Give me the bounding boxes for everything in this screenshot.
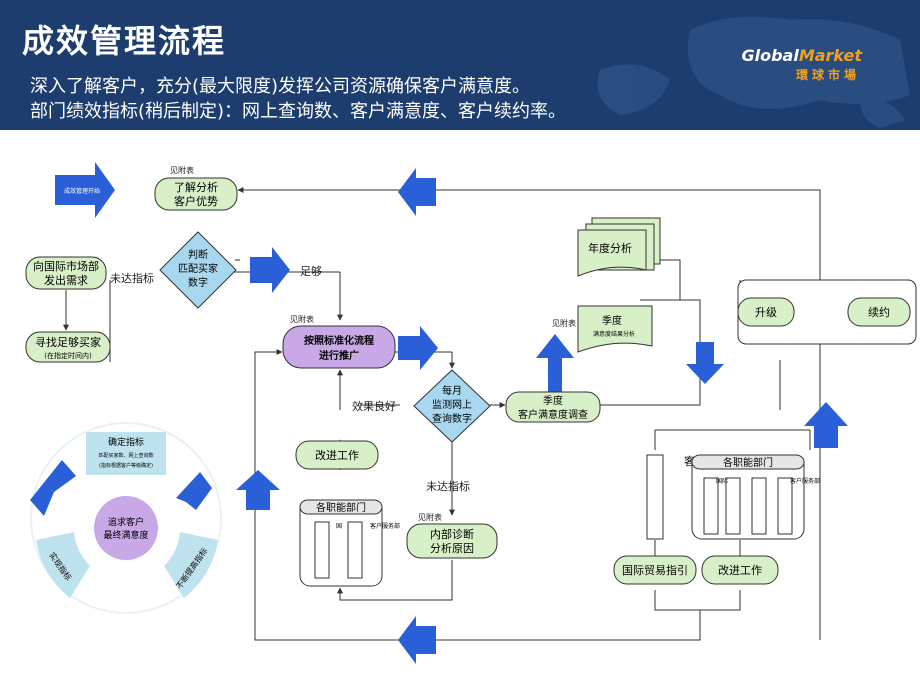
arrow-up-quarter xyxy=(536,334,574,392)
quarter-survey-line2: 客户满意度调查 xyxy=(518,408,588,421)
improve-right-box: 改进工作 xyxy=(701,555,779,585)
depts-left-note1: 国 xyxy=(336,523,342,530)
upgrade-renew-container: 升级 续约 xyxy=(737,279,917,345)
cycle-center-line1: 追求客户 xyxy=(108,516,144,528)
quarter-survey-box: 季度 客户满意度调查 xyxy=(505,391,601,423)
diagnose-box: 内部诊断 分析原因 xyxy=(406,523,498,559)
find-buyer-label: 寻找足够买家 xyxy=(35,335,101,349)
request-line1: 向国际市场部 xyxy=(33,259,99,273)
flow-diagram: 成效管理开始 见附表 见附表 见附表 见附表 了解分析 客户优势 向国际市场部 … xyxy=(25,162,917,664)
depts-left-label: 各职能部门 xyxy=(316,501,366,514)
see-attach-1: 见附表 xyxy=(170,165,194,175)
see-attach-4: 见附表 xyxy=(418,512,442,522)
enough-label: 足够 xyxy=(300,265,322,278)
quarter-survey-line1: 季度 xyxy=(543,394,563,407)
request-box: 向国际市场部 发出需求 xyxy=(25,256,107,290)
depts-box-left: 各职能部门 国 客户服务部 xyxy=(299,499,400,587)
cycle-arrow-right xyxy=(176,472,212,510)
depts-right-note1: 国际 xyxy=(716,477,728,485)
cycle-center xyxy=(94,496,158,560)
understand-customer-box: 了解分析 客户优势 xyxy=(154,177,238,211)
diagnose-line2: 分析原因 xyxy=(430,541,474,555)
brand-logo-cn: 環球市場 xyxy=(795,68,860,82)
monthly-diamond: 每月 监测网上 查询数字 xyxy=(413,369,491,443)
not-reached-label-1: 未达指标 xyxy=(110,271,154,285)
understand-line1: 了解分析 xyxy=(174,180,218,194)
brand-logo: GlobalMarket xyxy=(741,46,862,65)
cycle-arrow-left xyxy=(30,460,76,516)
cycle-top-segment xyxy=(86,432,166,475)
cycle-left-segment xyxy=(36,532,90,598)
subtitle-goal: 深入了解客户，充分(最大限度)发挥公司资源确保客户满意度。 xyxy=(30,76,531,97)
subtitle-kpi: 部门绩效指标(稍后制定)：网上查询数、客户满意度、客户续约率。 xyxy=(30,101,567,122)
blue-arrows xyxy=(236,168,848,664)
cycle-top-note1: 匹配买家数、网上查询数 xyxy=(98,452,153,459)
diagnose-line1: 内部诊断 xyxy=(430,527,474,541)
quarter-doc-note: 满意度结果分析 xyxy=(593,330,635,338)
improve-label: 改进工作 xyxy=(315,448,359,462)
world-map-graphic xyxy=(597,16,910,128)
arrow-left-top xyxy=(398,168,436,216)
customer-bar: 客 xyxy=(646,454,695,540)
standard-line1: 按照标准化流程 xyxy=(304,334,374,347)
header-banner: 成效管理流程 深入了解客户，充分(最大限度)发挥公司资源确保客户满意度。 部门绩… xyxy=(0,0,920,130)
page-title: 成效管理流程 xyxy=(22,22,227,60)
renew-label: 续约 xyxy=(868,305,890,319)
intl-trade-label: 国际贸易指引 xyxy=(622,563,688,577)
customer-label: 客 xyxy=(684,454,695,468)
cycle-right-segment xyxy=(164,532,218,598)
annual-label: 年度分析 xyxy=(588,241,632,255)
effect-good-label: 效果良好 xyxy=(352,399,396,413)
annual-analysis-docs: 年度分析 xyxy=(577,217,661,277)
cycle-top-label: 确定指标 xyxy=(108,436,144,448)
standard-line2: 进行推广 xyxy=(319,349,359,362)
depts-left-note2: 客户服务部 xyxy=(370,522,400,530)
arrow-up-right xyxy=(804,402,848,448)
start-arrow: 成效管理开始 xyxy=(55,162,115,218)
improve-box: 改进工作 xyxy=(295,440,379,470)
find-buyer-note: (在指定时间内) xyxy=(44,351,92,360)
judge-line2: 匹配买家 xyxy=(178,262,218,275)
monthly-line2: 监测网上 xyxy=(432,398,472,411)
start-label: 成效管理开始 xyxy=(64,187,100,195)
cycle-center-line2: 最终满意度 xyxy=(103,529,148,541)
depts-right-label: 各职能部门 xyxy=(723,456,773,469)
see-attach-2: 见附表 xyxy=(290,314,314,324)
arrow-right-2 xyxy=(398,326,438,370)
arrow-right-1 xyxy=(250,247,290,293)
depts-right-note2: 客户服务部 xyxy=(790,477,820,485)
depts-box-right: 各职能部门 国际 客户服务部 xyxy=(691,454,820,540)
judge-diamond: 判断 匹配买家 数字 xyxy=(159,231,237,309)
request-line2: 发出需求 xyxy=(44,273,88,287)
arrow-down-customer xyxy=(686,342,724,384)
judge-line1: 判断 xyxy=(188,248,208,261)
quarter-analysis-doc: 季度 满意度结果分析 xyxy=(577,305,653,353)
upgrade-label: 升级 xyxy=(755,306,777,319)
monthly-line1: 每月 xyxy=(442,384,462,397)
understand-line2: 客户优势 xyxy=(174,194,218,208)
not-reached-label-2: 未达指标 xyxy=(426,479,470,493)
find-buyer-box: 寻找足够买家 (在指定时间内) xyxy=(25,331,111,363)
cycle-top-note2: (指标根据客户等级确定) xyxy=(99,462,153,469)
see-attach-3: 见附表 xyxy=(552,318,576,328)
intl-trade-box: 国际贸易指引 xyxy=(613,555,697,585)
arrow-up-left-dept xyxy=(236,470,280,510)
judge-line3: 数字 xyxy=(188,276,208,289)
kpi-cycle-graphic: 确定指标 匹配买家数、网上查询数 (指标根据客户等级确定) 实现指标 不断提高指… xyxy=(30,422,222,614)
standard-process-box: 按照标准化流程 进行推广 xyxy=(282,325,396,369)
monthly-line3: 查询数字 xyxy=(432,412,472,425)
improve-right-label: 改进工作 xyxy=(718,563,762,577)
arrow-left-bottom xyxy=(398,616,436,664)
quarter-doc-label: 季度 xyxy=(602,314,622,327)
